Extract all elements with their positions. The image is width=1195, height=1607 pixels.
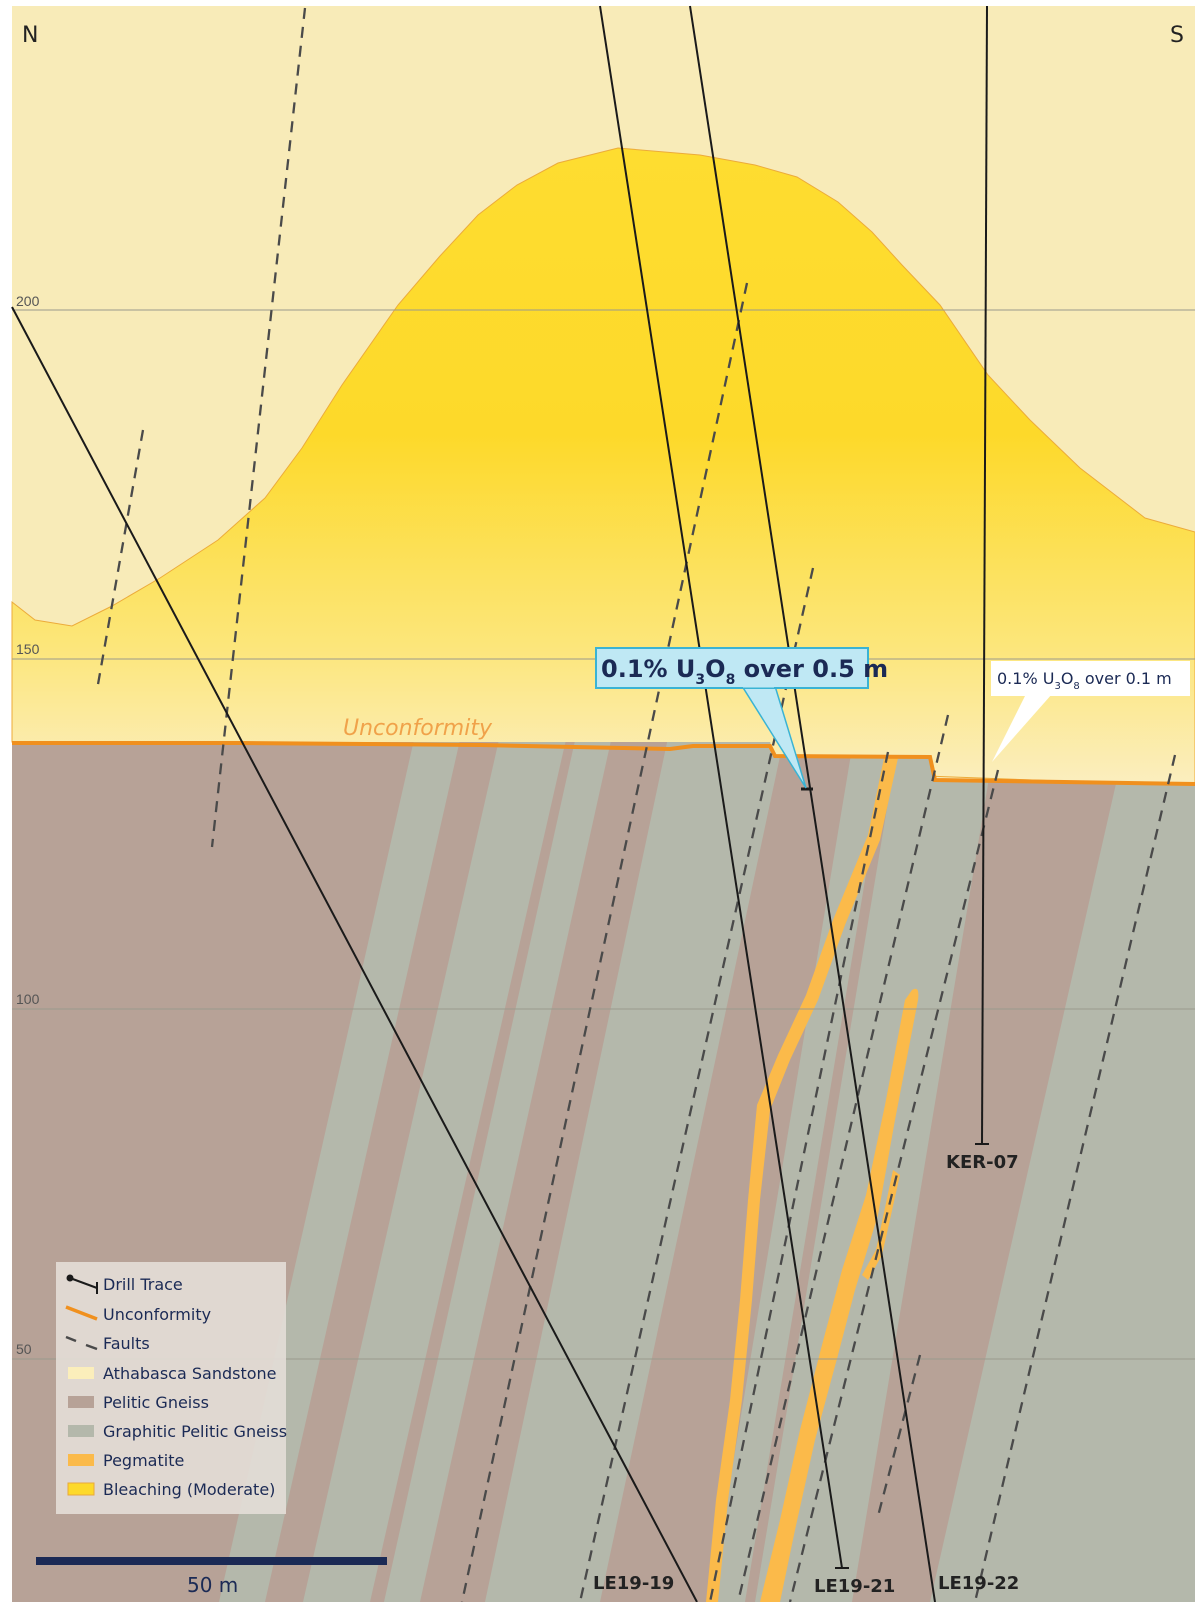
legend-label-unconformity: Unconformity <box>103 1305 211 1324</box>
drill-trace-le19-21 <box>599 5 843 1569</box>
fault-line <box>578 567 815 1603</box>
unconformity-text: Unconformity <box>343 716 493 741</box>
elevation-label-50: 50 <box>16 1341 32 1357</box>
elevation-label-100: 100 <box>16 991 40 1007</box>
intercept-callout-primary: 0.1% U3O8 over 0.5 m <box>595 647 888 789</box>
graphitic-gneiss-band <box>303 742 575 1602</box>
swatch-bleaching-moderate <box>67 1482 95 1496</box>
fault-line <box>973 754 1177 1603</box>
drill-hole-label-le19-19: LE19-19 <box>593 1573 674 1594</box>
legend: Drill Trace Unconformity Faults Athabasc… <box>56 1262 287 1514</box>
north-label: N <box>22 23 38 48</box>
legend-label-pegmatite: Pegmatite <box>103 1451 184 1470</box>
fault-line <box>708 751 890 1603</box>
graphitic-gneiss-band <box>485 742 792 1602</box>
legend-label-pelitic-gneiss: Pelitic Gneiss <box>103 1393 209 1412</box>
callout-box <box>595 647 869 689</box>
pegmatite-dyke <box>706 758 898 1602</box>
drill-trace-le19-22 <box>689 5 936 1603</box>
scale-bar <box>36 1557 387 1565</box>
legend-label-drill-trace: Drill Trace <box>103 1275 183 1294</box>
pegmatite-dyke <box>760 988 919 1602</box>
unconformity-line <box>12 741 1195 786</box>
drill-hole-label-ker-07: KER-07 <box>946 1152 1019 1173</box>
intercept-callout-secondary: 0.1% U3O8 over 0.1 m <box>991 661 1190 762</box>
scale-bar-label: 50 m <box>187 1573 238 1597</box>
legend-label-graphitic-pelitic-gneiss: Graphitic Pelitic Gneiss <box>103 1422 287 1441</box>
bleaching-zone <box>11 147 1195 787</box>
drill-trace-icon <box>66 1274 98 1294</box>
callout-primary-text: 0.1% U3O8 over 0.5 m <box>601 655 888 688</box>
fault-line <box>210 7 307 848</box>
drill-trace-ker-07 <box>981 5 988 1145</box>
swatch-pegmatite <box>68 1454 94 1466</box>
fault-line <box>788 769 1000 1603</box>
legend-label-athabasca-sandstone: Athabasca Sandstone <box>103 1364 277 1383</box>
swatch-athabasca-sandstone <box>68 1367 94 1379</box>
graphitic-gneiss-band <box>930 742 1195 1602</box>
fault-dashed-icon <box>65 1335 98 1351</box>
legend-label-bleaching-moderate: Bleaching (Moderate) <box>103 1480 275 1499</box>
elevation-label-150: 150 <box>16 641 40 657</box>
south-label: S <box>1170 23 1184 48</box>
drill-hole-label-le19-22: LE19-22 <box>938 1573 1019 1594</box>
drill-trace-le19-19 <box>11 306 698 1603</box>
graphitic-gneiss-band <box>384 742 620 1602</box>
graphitic-gneiss-band <box>710 742 895 1602</box>
legend-background <box>56 1262 286 1514</box>
fault-lines <box>95 7 1177 1603</box>
legend-label-faults: Faults <box>103 1334 150 1353</box>
fault-line <box>95 429 145 691</box>
swatch-graphitic-pelitic-gneiss <box>68 1425 94 1437</box>
callout-box <box>991 661 1190 696</box>
callout-secondary-text: 0.1% U3O8 over 0.1 m <box>997 669 1172 692</box>
callout-pointer <box>992 694 1052 762</box>
drill-hole-label-le19-21: LE19-21 <box>814 1576 895 1597</box>
elevation-label-200: 200 <box>16 293 40 309</box>
fault-line <box>875 1354 922 1521</box>
swatch-pelitic-gneiss <box>68 1396 94 1408</box>
unconformity-line-icon <box>65 1305 98 1321</box>
fault-line <box>460 282 749 1603</box>
drill-traces <box>11 5 989 1603</box>
